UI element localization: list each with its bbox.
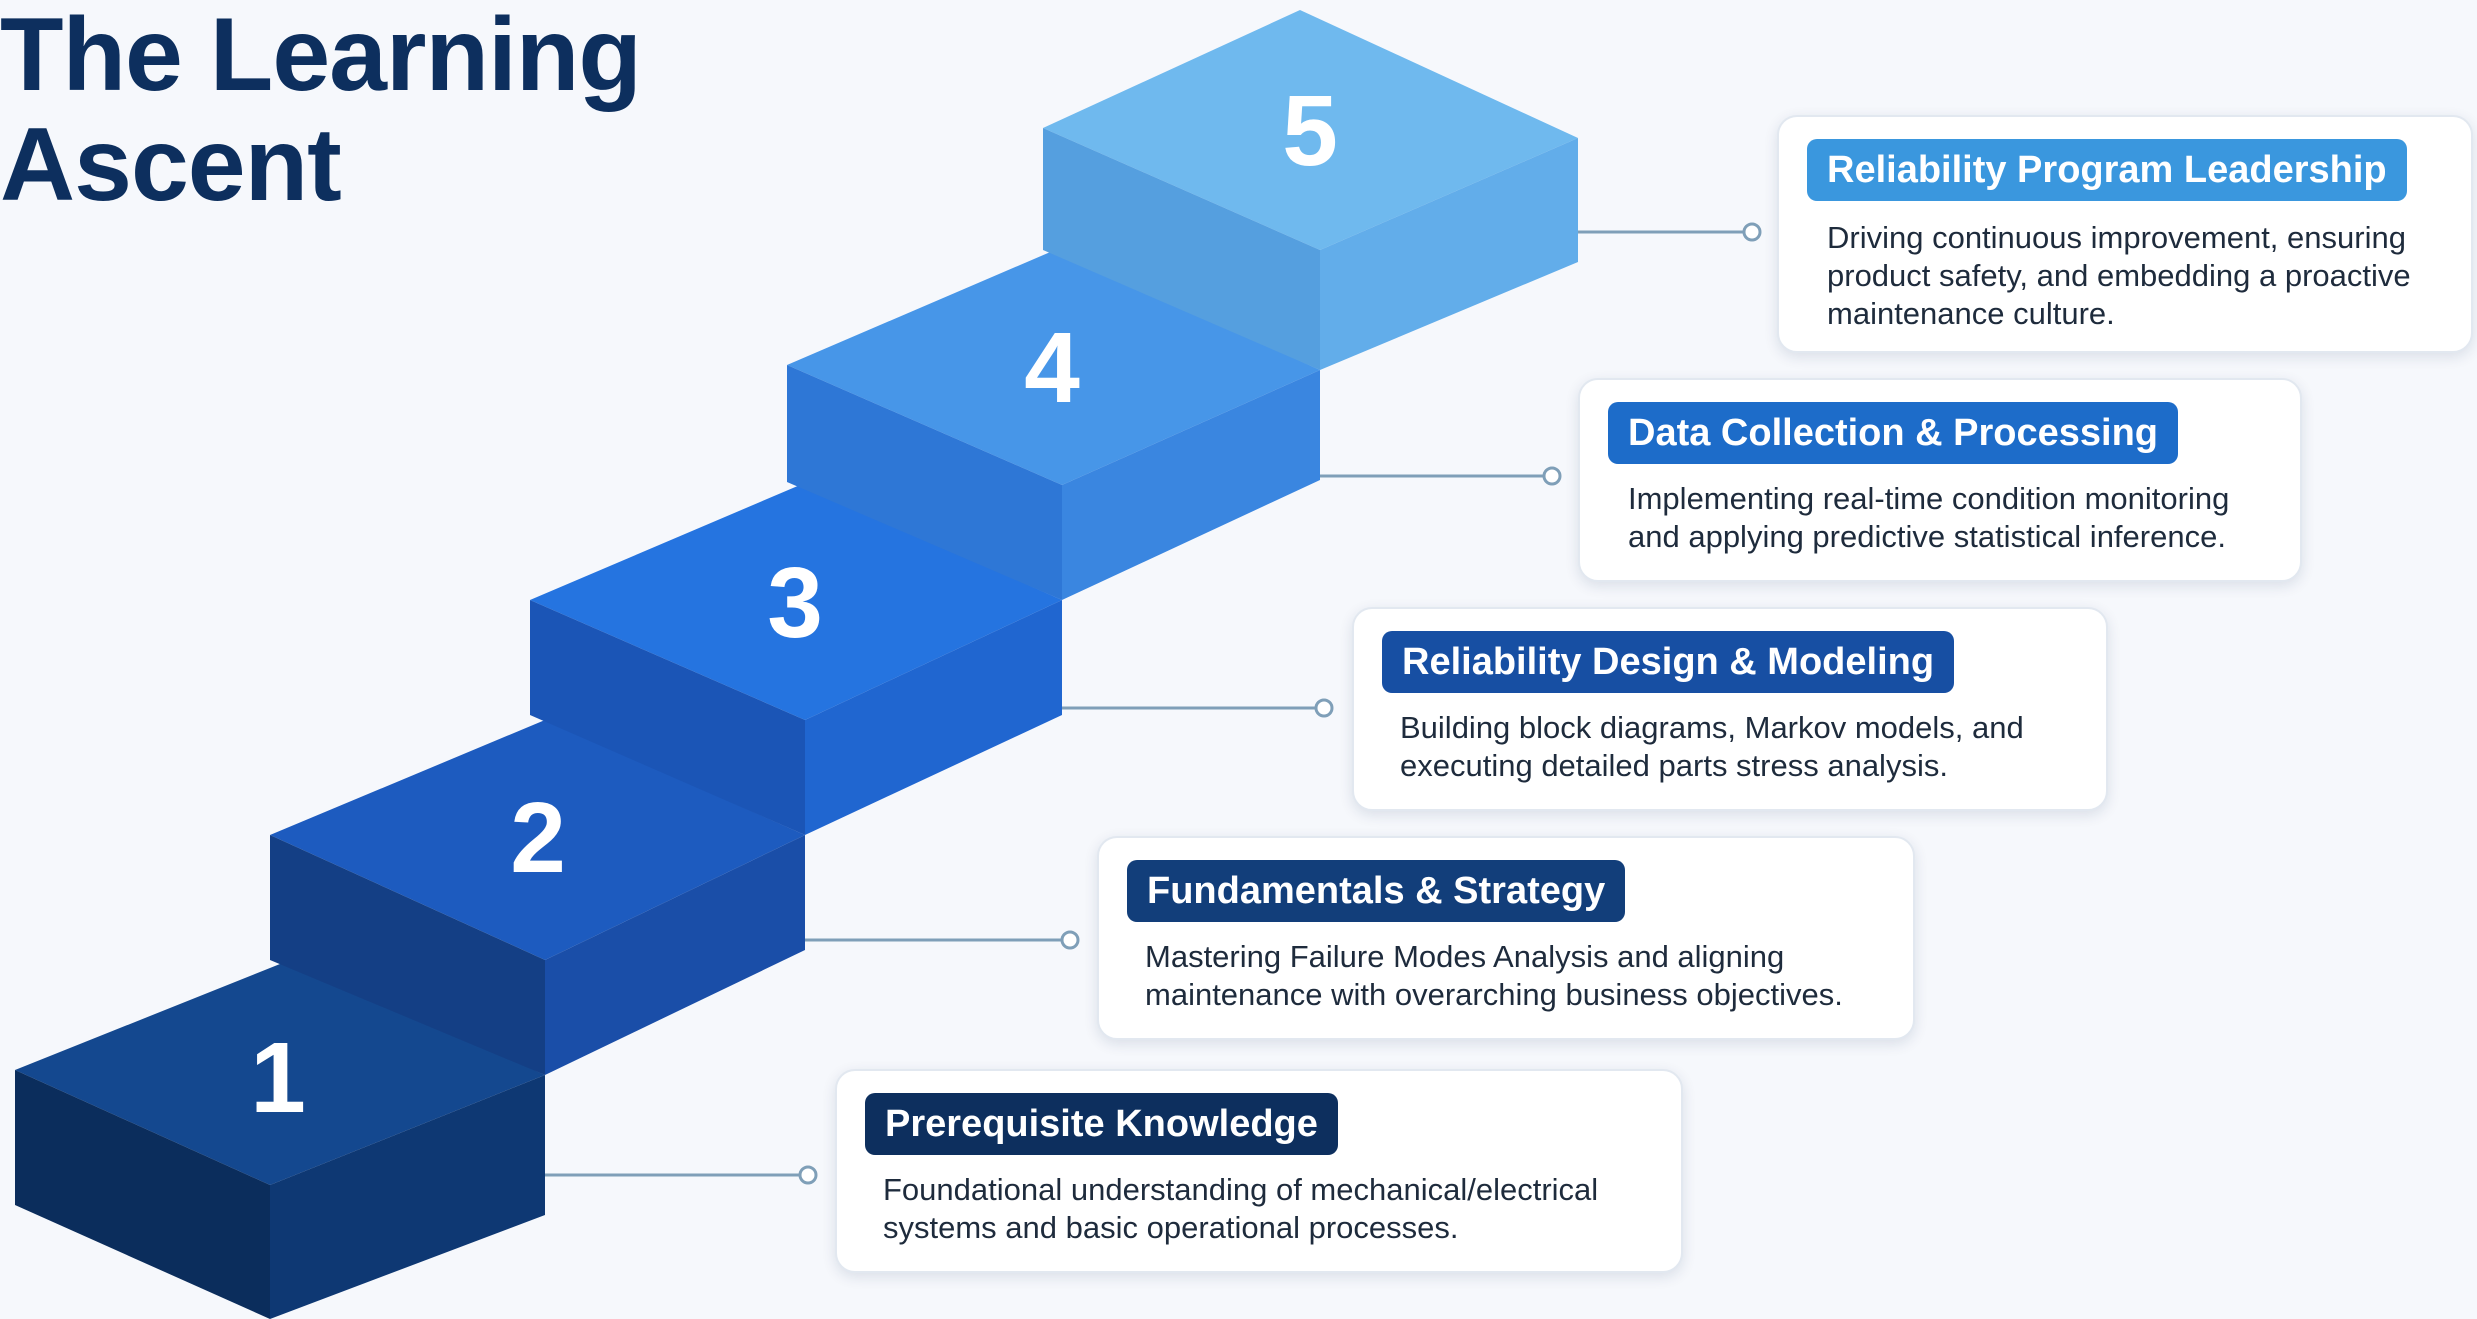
step-3-title: Reliability Design & Modeling	[1382, 631, 1955, 693]
step-5-card: Reliability Program Leadership Driving c…	[1777, 115, 2473, 353]
step-2-description: Mastering Failure Modes Analysis and ali…	[1145, 938, 1843, 1014]
step-4-description-line: and applying predictive statistical infe…	[1628, 519, 2226, 554]
connector-5-dot	[1742, 222, 1762, 242]
step-2-description-line: Mastering Failure Modes Analysis and ali…	[1145, 939, 1785, 974]
step-1-description-line: systems and basic operational processes.	[883, 1210, 1459, 1245]
step-5-block	[1043, 10, 1578, 370]
step-1-card: Prerequisite Knowledge Foundational unde…	[835, 1069, 1683, 1273]
connector-1-dot	[798, 1165, 818, 1185]
step-2-card: Fundamentals & Strategy Mastering Failur…	[1097, 836, 1915, 1040]
step-3-description-line: Building block diagrams, Markov models, …	[1400, 710, 2024, 745]
step-5-description: Driving continuous improvement, ensuring…	[1827, 219, 2411, 333]
step-5-description-line: Driving continuous improvement, ensuring	[1827, 220, 2406, 255]
step-2-right-face	[545, 835, 805, 1075]
step-3-description-line: executing detailed parts stress analysis…	[1400, 748, 1948, 783]
step-5-top-face	[1043, 10, 1578, 250]
page-title: The Learning Ascent	[0, 0, 642, 223]
step-3-right-face	[805, 600, 1062, 835]
step-1-description: Foundational understanding of mechanical…	[883, 1171, 1598, 1247]
step-5-left-face	[1043, 128, 1320, 370]
step-2-description-line: maintenance with overarching business ob…	[1145, 977, 1843, 1012]
step-3-number: 3	[767, 547, 823, 659]
step-4-title: Data Collection & Processing	[1608, 402, 2179, 464]
step-1-title: Prerequisite Knowledge	[865, 1093, 1338, 1155]
step-4-description-line: Implementing real-time condition monitor…	[1628, 481, 2230, 516]
step-4-left-face	[787, 365, 1062, 600]
step-2-title: Fundamentals & Strategy	[1127, 860, 1626, 922]
step-3-top-face	[530, 485, 1062, 720]
step-5-number: 5	[1282, 75, 1338, 187]
step-1-right-face	[270, 1075, 545, 1319]
step-2-top-face	[270, 720, 805, 960]
step-1-left-face	[15, 1070, 270, 1319]
step-4-number: 4	[1024, 312, 1080, 424]
step-3-left-face	[530, 600, 805, 835]
step-3-description: Building block diagrams, Markov models, …	[1400, 709, 2024, 785]
step-1-number: 1	[250, 1022, 306, 1134]
connector-4-dot	[1542, 466, 1562, 486]
step-4-block	[787, 250, 1320, 600]
step-5-title: Reliability Program Leadership	[1807, 139, 2407, 201]
page-title-line-2: Ascent	[0, 107, 342, 223]
step-4-top-face	[787, 250, 1320, 485]
step-4-right-face	[1062, 370, 1320, 600]
step-4-card: Data Collection & Processing Implementin…	[1578, 378, 2302, 582]
step-3-block	[530, 485, 1062, 835]
step-2-block	[270, 720, 805, 1075]
step-1-description-line: Foundational understanding of mechanical…	[883, 1172, 1599, 1207]
connector-2-dot	[1060, 930, 1080, 950]
step-5-right-face	[1320, 138, 1578, 370]
step-5-description-line: maintenance culture.	[1827, 296, 2115, 331]
step-2-number: 2	[510, 782, 566, 894]
connector-3-dot	[1314, 698, 1334, 718]
step-3-card: Reliability Design & Modeling Building b…	[1352, 607, 2108, 811]
page-title-line-1: The Learning	[0, 0, 642, 113]
step-2-left-face	[270, 835, 545, 1075]
step-5-description-line: product safety, and embedding a proactiv…	[1827, 258, 2411, 293]
connectors	[545, 222, 1762, 1185]
step-4-description: Implementing real-time condition monitor…	[1628, 480, 2229, 556]
